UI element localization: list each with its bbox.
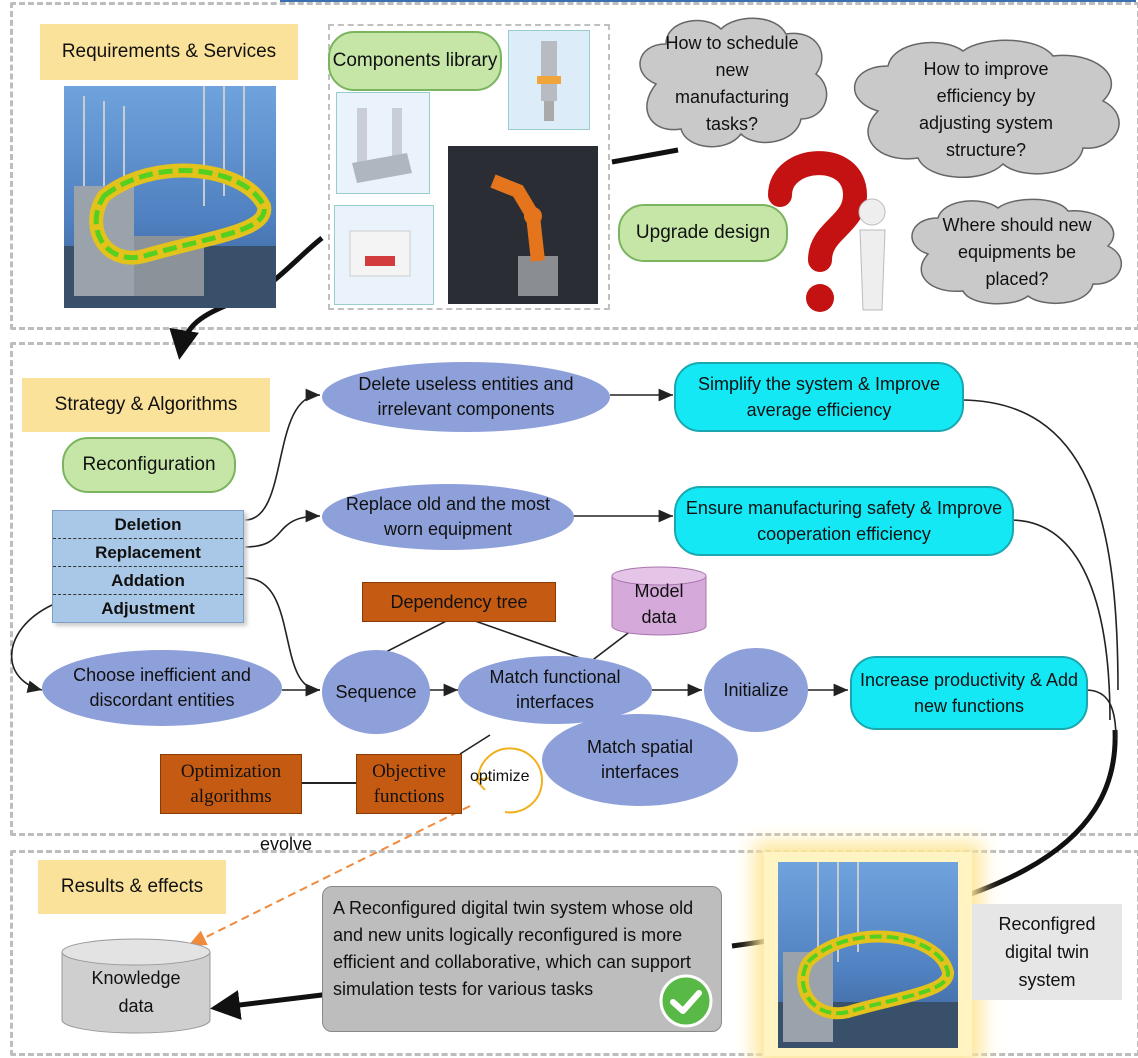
model-data-cylinder: Model data [610, 566, 708, 636]
objective-functions-box: Objective functions [356, 754, 462, 814]
results-section-tag: Results & effects [38, 860, 226, 914]
question-mark-icon [768, 151, 886, 312]
choose-inefficient-node: Choose inefficient and discordant entiti… [42, 650, 282, 726]
cloud-improve-efficiency: How to improve efficiency by adjusting s… [838, 36, 1134, 184]
delete-useless-node: Delete useless entities and irrelevant c… [322, 362, 610, 432]
increase-productivity-box: Increase productivity & Add new function… [850, 656, 1088, 730]
reconfiguration-button[interactable]: Reconfiguration [62, 437, 236, 493]
optimize-label: optimize [470, 768, 530, 785]
reconfigured-system-label: Reconfigred digital twin system [972, 904, 1122, 1000]
checkmark-icon [658, 974, 714, 1028]
result-description-box: A Reconfigured digital twin system whose… [322, 886, 722, 1032]
digital-twin-system-image [64, 86, 276, 308]
match-functional-node: Match functional interfaces [458, 656, 652, 724]
operation-deletion[interactable]: Deletion [53, 511, 243, 539]
evolve-label: evolve [260, 834, 313, 854]
sequence-node: Sequence [322, 650, 430, 734]
knowledge-data-cylinder: Knowledge data [60, 936, 212, 1034]
strategy-section-tag: Strategy & Algorithms [22, 378, 270, 432]
cloud-schedule-tasks: How to schedule new manufacturing tasks? [626, 14, 838, 154]
cloud-place-equipment: Where should new equipments be placed? [898, 196, 1136, 308]
reconfigured-system-image [764, 852, 972, 1056]
components-library-button[interactable]: Components library [328, 31, 502, 91]
requirements-section-tag: Requirements & Services [40, 24, 298, 80]
operation-replacement[interactable]: Replacement [53, 539, 243, 567]
initialize-node: Initialize [704, 648, 808, 732]
operations-list: Deletion Replacement Addation Adjustment [52, 510, 244, 623]
dependency-tree-box: Dependency tree [362, 582, 556, 622]
fixture-image [336, 92, 430, 194]
optimization-algorithms-box: Optimization algorithms [160, 754, 302, 814]
components-library-panel [328, 24, 610, 310]
upgrade-design-button[interactable]: Upgrade design [618, 204, 788, 262]
top-blue-rule [280, 0, 1136, 2]
robot-arm-image [448, 146, 598, 304]
cabinet-image [334, 205, 434, 305]
operation-addation[interactable]: Addation [53, 567, 243, 595]
part-image [508, 30, 590, 130]
operation-adjustment[interactable]: Adjustment [101, 598, 195, 618]
match-spatial-node: Match spatial interfaces [542, 714, 738, 806]
simplify-result-box: Simplify the system & Improve average ef… [674, 362, 964, 432]
replace-old-node: Replace old and the most worn equipment [322, 484, 574, 550]
ensure-safety-result-box: Ensure manufacturing safety & Improve co… [674, 486, 1014, 556]
